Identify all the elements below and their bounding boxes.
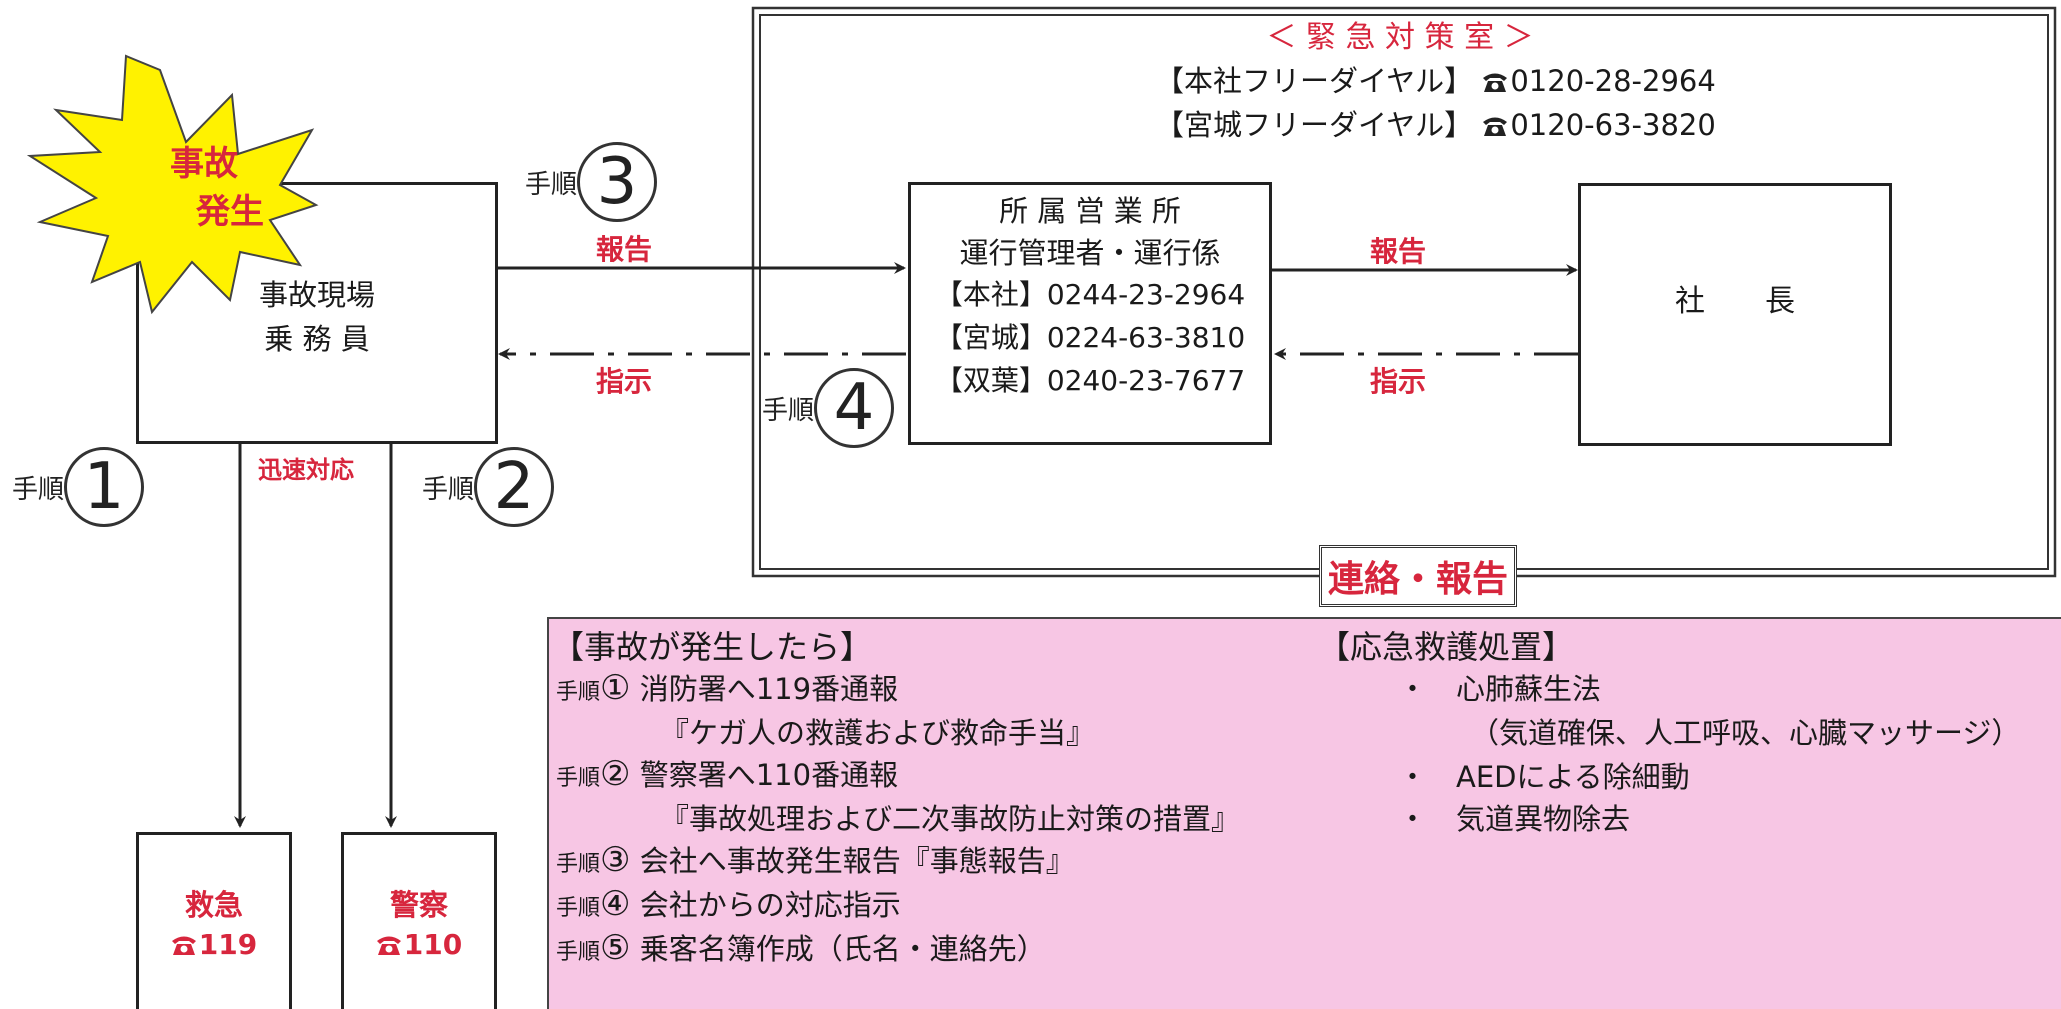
honsha-freedial-number: 0120-28-2964 [1510, 64, 1716, 98]
police-box [341, 832, 497, 1009]
president-box [1578, 183, 1892, 446]
report-label-right: 報告 [1370, 235, 1427, 268]
panel-item-prefix: 手順 [556, 766, 601, 791]
panel-item-detail: 『事故処理および二次事故防止対策の措置』 [660, 796, 1240, 838]
panel-item-prefix: 手順 [556, 680, 601, 705]
instructions-panel [547, 617, 2061, 1009]
panel-item-text: 会社からの対応指示 [630, 888, 901, 922]
panel-item-circle: ④ [600, 884, 631, 924]
panel-item-circle: ② [600, 754, 631, 794]
step-4-marker: 手順 4 [762, 368, 895, 448]
first-aid-item: ・ AEDによる除細動 [1398, 760, 1690, 794]
panel-item-circle: ⑤ [600, 928, 631, 968]
step-3-marker: 手順 3 [525, 142, 658, 222]
panel-item-text: 『ケガ人の救護および救命手当』 [660, 716, 1096, 750]
panel-item-circle: ① [600, 668, 631, 708]
panel-item: 手順③ 会社へ事故発生報告『事態報告』 [556, 838, 1075, 880]
panel-item: 手順⑤ 乗客名簿作成（氏名・連絡先） [556, 926, 1046, 968]
step-number: 2 [474, 447, 555, 527]
phone-icon [1483, 73, 1508, 92]
panel-item-text: 『事故処理および二次事故防止対策の措置』 [660, 802, 1241, 836]
panel-item-text: 乗客名簿作成（氏名・連絡先） [630, 932, 1046, 966]
panel-item-circle: ③ [600, 840, 631, 880]
step-number: 3 [577, 142, 658, 222]
office-line2: 運行管理者・運行係 [959, 236, 1221, 270]
emergency-room-title: ＜ 緊 急 対 策 室 ＞ [1266, 20, 1534, 55]
phone-icon [171, 936, 196, 955]
panel-item: 手順② 警察署へ110番通報 [556, 752, 898, 794]
step-number: 1 [64, 447, 145, 527]
branch-office-box [908, 182, 1272, 445]
panel-item-detail: 『ケガ人の救護および救命手当』 [660, 710, 1095, 752]
honsha-freedial-label: 【本社フリーダイヤル】 [1155, 64, 1474, 98]
accident-label-line1: 事故 [170, 144, 238, 184]
panel-item: 手順④ 会社からの対応指示 [556, 882, 901, 924]
first-aid-item-detail: （気道確保、人工呼吸、心臓マッサージ） [1470, 716, 2021, 750]
step-label: 手順 [422, 474, 475, 505]
site-label-line1: 事故現場 [258, 278, 375, 312]
panel-item: 手順① 消防署へ119番通報 [556, 666, 898, 708]
police-name: 警察 [389, 888, 448, 922]
panel-right-title: 【応急救護処置】 [1318, 628, 1575, 666]
contact-report-label: 連絡・報告 [1319, 545, 1518, 607]
step-label: 手順 [12, 474, 65, 505]
panel-item-prefix: 手順 [556, 940, 601, 965]
panel-left-title: 【事故が発生したら】 [552, 628, 873, 666]
office-line4: 【宮城】0224-63-3810 [934, 321, 1246, 354]
police-tel-number: 110 [403, 928, 463, 961]
accident-label-line2: 発生 [196, 192, 264, 232]
instruct-label-right: 指示 [1370, 365, 1427, 398]
miyagi-freedial-label: 【宮城フリーダイヤル】 [1155, 108, 1474, 142]
step-2-marker: 手順 2 [422, 447, 555, 527]
police-tel: 110 [341, 928, 497, 961]
honsha-freedial-line: 【本社フリーダイヤル】 0120-28-2964 [1155, 58, 1716, 100]
instruct-label-left: 指示 [596, 365, 653, 398]
ambulance-tel-number: 119 [198, 928, 258, 961]
panel-item-text: 警察署へ110番通報 [630, 758, 899, 792]
phone-icon [1483, 117, 1508, 136]
phone-icon [376, 936, 401, 955]
first-aid-item: ・ 気道異物除去 [1398, 802, 1631, 836]
site-label-line2: 乗 務 員 [264, 322, 370, 356]
first-aid-item: ・ 心肺蘇生法 [1398, 672, 1602, 706]
ambulance-tel: 119 [136, 928, 292, 961]
report-label-left: 報告 [596, 233, 653, 266]
president-label: 社 長 [1675, 284, 1795, 319]
ambulance-name: 救急 [184, 888, 243, 922]
panel-item-prefix: 手順 [556, 852, 601, 877]
panel-item-text: 消防署へ119番通報 [630, 672, 899, 706]
step-number: 4 [814, 368, 895, 448]
office-line5: 【双葉】0240-23-7677 [934, 364, 1246, 397]
miyagi-freedial-number: 0120-63-3820 [1510, 108, 1716, 142]
accident-site-box [136, 182, 498, 444]
step-1-marker: 手順 1 [12, 447, 145, 527]
panel-item-prefix: 手順 [556, 896, 601, 921]
office-line1: 所 属 営 業 所 [999, 194, 1181, 228]
step-label: 手順 [525, 169, 578, 200]
miyagi-freedial-line: 【宮城フリーダイヤル】 0120-63-3820 [1155, 102, 1716, 144]
ambulance-box [136, 832, 292, 1009]
quick-response-label: 迅速対応 [258, 456, 354, 484]
panel-item-text: 会社へ事故発生報告『事態報告』 [630, 844, 1075, 878]
step-label: 手順 [762, 395, 815, 426]
office-line3: 【本社】0244-23-2964 [934, 278, 1246, 311]
